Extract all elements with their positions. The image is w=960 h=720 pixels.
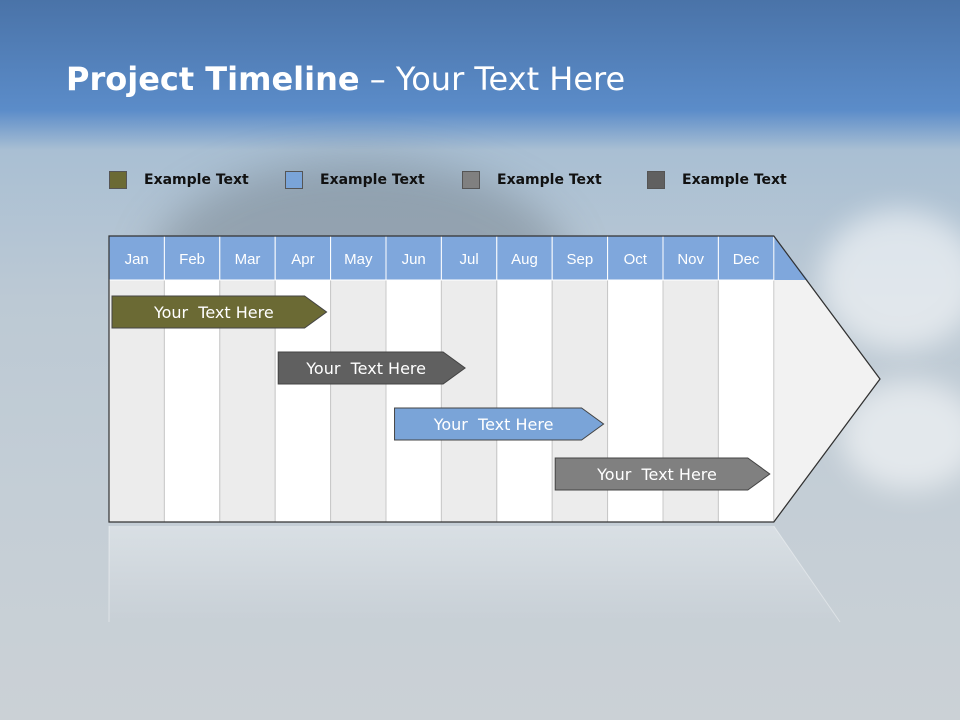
month-label: Jun	[402, 251, 426, 268]
month-label: Aug	[511, 251, 538, 268]
month-column	[330, 279, 387, 523]
month-header-cell	[330, 235, 387, 281]
month-header-cell	[607, 235, 664, 281]
month-label: Jan	[125, 251, 149, 268]
task-label: Your Text Here	[596, 465, 717, 484]
legend-swatch	[109, 171, 127, 189]
month-column	[440, 279, 498, 523]
month-label: Nov	[677, 251, 704, 268]
legend-label: Example Text	[682, 172, 787, 188]
task-label: Your Text Here	[305, 359, 426, 378]
legend-swatch	[462, 171, 480, 189]
month-label: Apr	[291, 251, 314, 268]
legend-item-3: Example Text	[462, 170, 602, 190]
legend-item-1: Example Text	[109, 170, 249, 190]
legend-label: Example Text	[320, 172, 425, 188]
task-label: Your Text Here	[153, 303, 274, 322]
legend-label: Example Text	[497, 172, 602, 188]
month-label: May	[344, 251, 373, 268]
task-label: Your Text Here	[433, 415, 554, 434]
legend-item-4: Example Text	[647, 170, 787, 190]
month-label: Sep	[567, 251, 594, 268]
month-label: Jul	[460, 251, 479, 268]
month-header-cell	[496, 235, 553, 281]
task-bar	[554, 457, 771, 491]
timeline-outline	[108, 235, 881, 523]
reflection-edge	[773, 525, 841, 623]
month-column	[385, 279, 442, 523]
cloud	[820, 210, 960, 350]
task-bar	[394, 407, 605, 441]
page-title: Project Timeline – Your Text Here	[66, 60, 625, 98]
month-column	[496, 279, 553, 523]
title-rest: – Your Text Here	[359, 60, 626, 98]
task-bar	[111, 295, 328, 329]
timeline-reflection	[109, 526, 840, 622]
month-header-cell	[440, 235, 498, 281]
legend-label: Example Text	[144, 172, 249, 188]
title-bold: Project Timeline	[66, 60, 360, 98]
month-label: Dec	[733, 251, 760, 268]
month-header-cell	[717, 235, 775, 281]
legend-swatch	[647, 171, 665, 189]
legend-item-2: Example Text	[285, 170, 425, 190]
month-label: Oct	[624, 251, 648, 268]
month-header-cell	[662, 235, 719, 281]
legend-swatch	[285, 171, 303, 189]
task-bar	[277, 351, 466, 385]
month-label: Mar	[235, 251, 261, 268]
month-label: Feb	[179, 251, 205, 268]
month-header-cell	[163, 235, 221, 281]
month-header-cell	[385, 235, 442, 281]
